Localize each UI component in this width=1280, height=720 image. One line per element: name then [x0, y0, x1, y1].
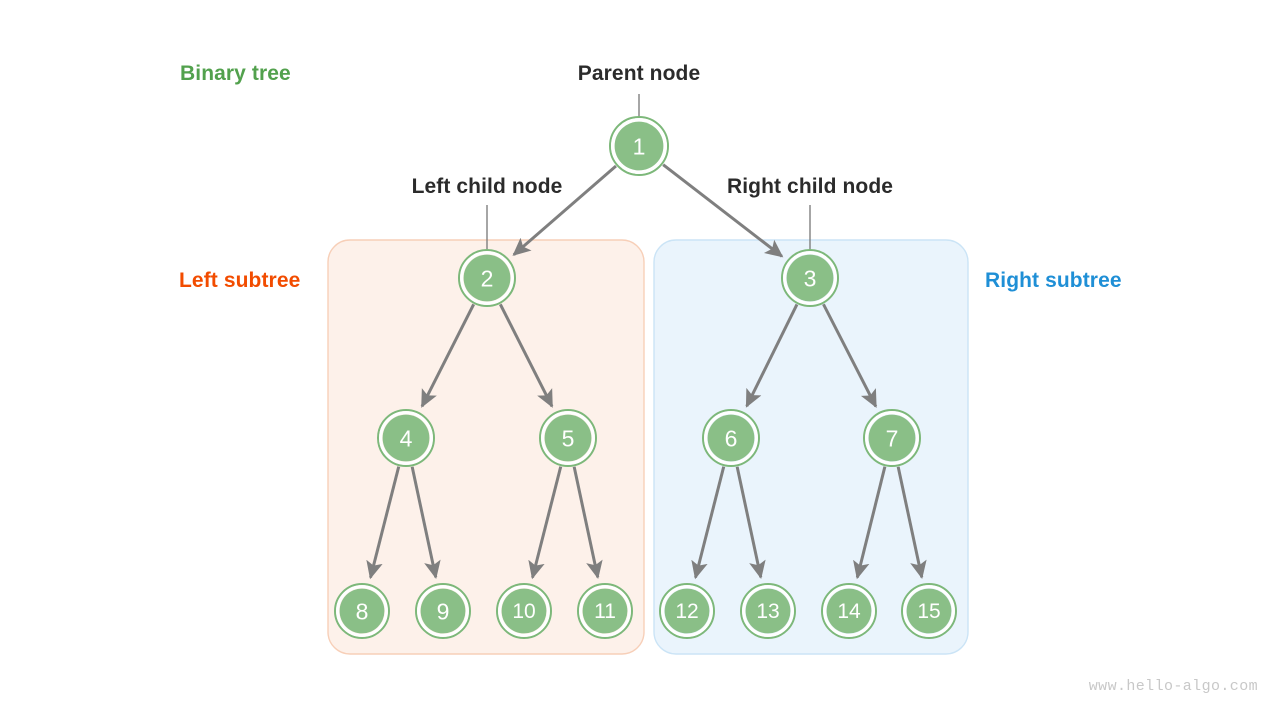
label-right-subtree: Right subtree: [985, 269, 1122, 292]
node-ring-gap: [460, 251, 514, 305]
node-disc: [906, 588, 952, 634]
tree-node-1[interactable]: 1: [609, 116, 669, 176]
node-ring-gap: [379, 411, 433, 465]
node-ring-gap: [498, 585, 550, 637]
node-ring-gap: [661, 585, 713, 637]
node-value-label: 5: [562, 426, 575, 452]
left-subtree-box: [327, 239, 645, 655]
tree-node-2[interactable]: 2: [458, 249, 516, 307]
node-ring-gap: [336, 585, 388, 637]
node-ring-gap: [865, 411, 919, 465]
tree-edge: [896, 466, 927, 580]
node-value-label: 8: [356, 599, 369, 625]
node-value-label: 14: [837, 600, 861, 623]
node-value-label: 10: [512, 600, 535, 623]
annotation-pointer-lines: [486, 94, 811, 250]
node-value-label: 3: [804, 266, 817, 292]
tree-edge: [572, 466, 603, 580]
node-ring-gap: [704, 411, 758, 465]
node-ring-gap: [903, 585, 955, 637]
node-value-label: 9: [437, 599, 450, 625]
tree-node-14[interactable]: 14: [821, 583, 877, 639]
tree-edge: [498, 303, 554, 408]
node-disc: [501, 588, 547, 634]
tree-node-7[interactable]: 7: [863, 409, 921, 467]
tree-node-13[interactable]: 13: [740, 583, 796, 639]
label-left-subtree: Left subtree: [179, 269, 300, 292]
node-value-label: 1: [633, 134, 646, 160]
node-value-label: 7: [886, 426, 899, 452]
node-disc: [463, 254, 511, 302]
node-disc: [826, 588, 872, 634]
node-ring-gap: [579, 585, 631, 637]
tree-edge: [691, 466, 726, 580]
node-disc: [664, 588, 710, 634]
node-value-label: 13: [756, 600, 779, 623]
tree-node-15[interactable]: 15: [901, 583, 957, 639]
node-disc: [745, 588, 791, 634]
tree-node-4[interactable]: 4: [377, 409, 435, 467]
node-value-label: 12: [675, 600, 698, 623]
node-value-label: 6: [725, 426, 738, 452]
node-ring-gap: [742, 585, 794, 637]
watermark-text: www.hello-algo.com: [1089, 678, 1258, 695]
node-value-label: 15: [917, 600, 940, 623]
tree-node-6[interactable]: 6: [702, 409, 760, 467]
node-disc: [420, 588, 466, 634]
label-left-child-node: Left child node: [412, 175, 563, 198]
tree-edge: [366, 466, 401, 580]
tree-node-3[interactable]: 3: [781, 249, 839, 307]
tree-edge: [512, 164, 617, 256]
node-ring-gap: [541, 411, 595, 465]
tree-edge: [420, 303, 476, 408]
tree-node-5[interactable]: 5: [539, 409, 597, 467]
node-disc: [786, 254, 834, 302]
right-subtree-box: [653, 239, 969, 655]
label-right-child-node: Right child node: [727, 175, 893, 198]
label-parent-node: Parent node: [578, 62, 700, 85]
tree-edge: [410, 466, 441, 580]
tree-node-10[interactable]: 10: [496, 583, 552, 639]
subtree-background-boxes: [327, 239, 969, 655]
tree-node-11[interactable]: 11: [577, 583, 633, 639]
node-disc: [582, 588, 628, 634]
node-disc: [544, 414, 592, 462]
tree-node-8[interactable]: 8: [334, 583, 390, 639]
tree-edge: [745, 303, 799, 408]
tree-edge: [853, 466, 887, 580]
tree-edge: [528, 466, 563, 580]
tree-edge: [662, 163, 784, 258]
node-ring-gap: [611, 118, 667, 174]
node-disc: [707, 414, 755, 462]
node-disc: [382, 414, 430, 462]
tree-node-9[interactable]: 9: [415, 583, 471, 639]
node-value-label: 4: [400, 426, 413, 452]
node-disc: [868, 414, 916, 462]
label-binary-tree: Binary tree: [180, 62, 291, 85]
tree-node-12[interactable]: 12: [659, 583, 715, 639]
node-disc: [614, 121, 664, 171]
node-disc: [339, 588, 385, 634]
tree-edge: [822, 303, 878, 409]
node-ring-gap: [823, 585, 875, 637]
node-ring-gap: [417, 585, 469, 637]
tree-edge: [735, 466, 766, 580]
node-ring-gap: [783, 251, 837, 305]
node-value-label: 2: [481, 266, 494, 292]
node-value-label: 11: [594, 600, 616, 623]
tree-edges: [366, 163, 927, 580]
